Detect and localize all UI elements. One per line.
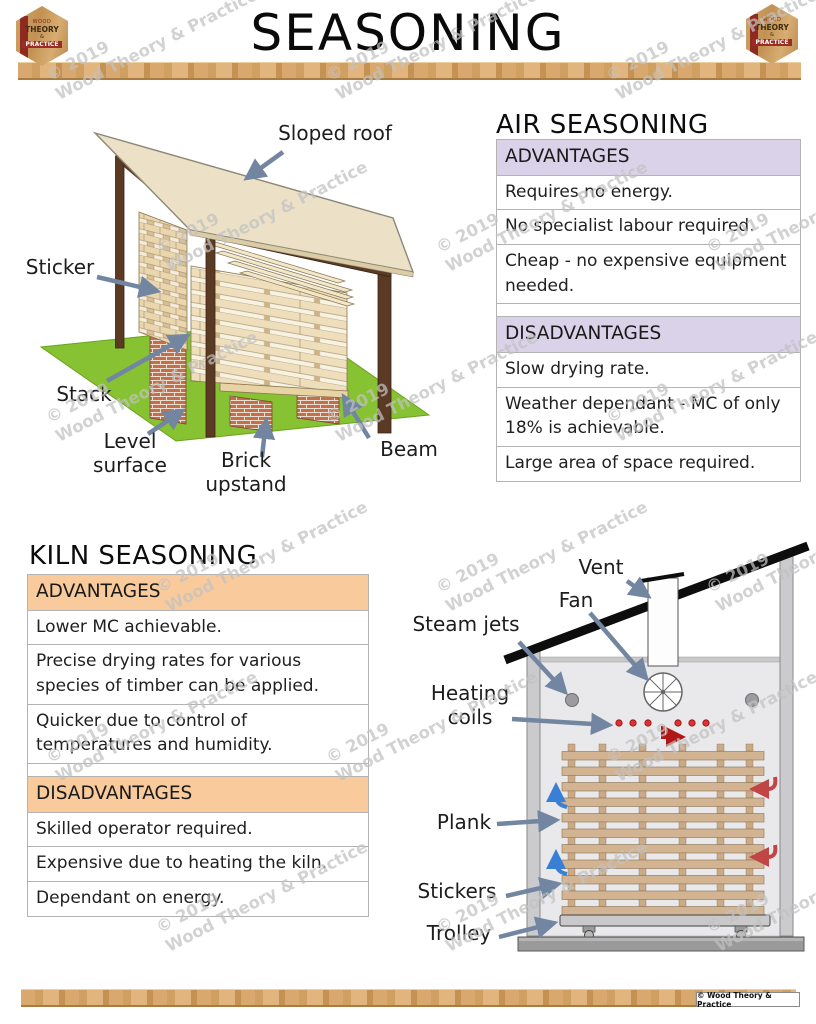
kiln-advantage-row: Quicker due to control of temperatures a… [28, 705, 368, 765]
kiln-advantages-header: ADVANTAGES [28, 575, 368, 611]
air-advantage-row: No specialist labour required. [497, 210, 800, 246]
sloped-roof-label: Sloped roof [278, 121, 392, 145]
logo-word-theory: THEORY [25, 25, 59, 34]
page-title: SEASONING [250, 4, 566, 62]
roof-edge [189, 229, 414, 278]
logo-ampersand: & [770, 32, 774, 38]
air-diagram-arrows [96, 150, 371, 458]
kiln-wall-right [779, 552, 794, 937]
kiln-disadvantage-row: Skilled operator required. [28, 813, 368, 848]
stickers-label: Stickers [417, 879, 497, 903]
kiln-wall-left [526, 649, 541, 937]
warm-air-arrow [749, 776, 778, 799]
wood-theory-logo-icon: WOOD THEORY & PRACTICE [746, 4, 798, 64]
bottom-wood-bar [21, 989, 796, 1007]
steam-jet [745, 693, 759, 707]
cool-air-arrow [546, 849, 568, 876]
plank-arrow [496, 809, 561, 833]
trolley-arrow [498, 916, 559, 940]
brick-upstand-arrow [252, 416, 276, 458]
top-cover-boards [203, 240, 356, 307]
logo-word-wood: WOOD [762, 17, 782, 23]
beam-label: Beam [380, 437, 438, 461]
heating-coils-label: Heating coils [430, 681, 510, 729]
kiln-seasoning-diagram [496, 541, 810, 952]
kiln-seasoning-heading: KILN SEASONING [29, 541, 258, 571]
steam-jets-label: Steam jets [412, 612, 520, 636]
kiln-advantage-row: Lower MC achievable. [28, 611, 368, 646]
logo-ribbon [20, 16, 28, 58]
plank-label: Plank [436, 810, 492, 834]
air-advantage-row: Cheap - no expensive equipment needed. [497, 245, 800, 305]
heating-coils [615, 719, 710, 727]
vent-chimney [647, 577, 679, 667]
air-seasoning-diagram [39, 131, 431, 458]
shed-post [205, 230, 216, 438]
kiln-advantage-row: Precise drying rates for various species… [28, 645, 368, 705]
air-disadvantages-header: DISADVANTAGES [497, 317, 800, 354]
level-surface-arrow [146, 408, 186, 436]
air-advantage-row: Requires no energy. [497, 176, 800, 211]
logo-word-theory: THEORY [755, 23, 789, 32]
air-disadvantage-row: Slow drying rate. [497, 353, 800, 388]
kiln-base-highlight [519, 938, 803, 941]
sticker-arrow [96, 274, 162, 298]
air-seasoning-heading: AIR SEASONING [496, 110, 709, 140]
kiln-seasoning-table: ADVANTAGES Lower MC achievable. Precise … [27, 574, 369, 917]
kiln-disadvantage-row: Expensive due to heating the kiln. [28, 847, 368, 883]
footer-credit: © Wood Theory & Practice [696, 991, 800, 1009]
top-wood-bar [18, 62, 801, 80]
hot-air-arrow [661, 726, 686, 747]
air-advantages-header: ADVANTAGES [497, 140, 800, 176]
steam-jet [565, 693, 579, 707]
vent-arrow [625, 576, 652, 599]
trolley-label: Trolley [426, 921, 492, 945]
kiln-disadvantage-row: Dependant on energy. [36, 888, 225, 909]
logo-word-wood: WOOD [32, 19, 52, 25]
warm-air-arrow [749, 844, 778, 867]
trolley-deck [559, 914, 771, 927]
steam-jets-arrow [517, 640, 569, 696]
logo-ribbon [750, 14, 758, 56]
stack-label: Stack [56, 382, 112, 406]
logo-ampersand: & [40, 34, 44, 40]
wood-theory-logo-icon: WOOD THEORY & PRACTICE [16, 6, 68, 66]
stickers-arrow [505, 877, 563, 900]
fan-arrow [588, 611, 649, 682]
kiln-diagram-arrows [496, 576, 652, 940]
air-disadvantage-row: Weather dependant - MC of only 18% is ac… [497, 388, 800, 448]
heating-coils-arrow [511, 712, 614, 736]
timber-stack-side [190, 265, 348, 392]
fan-icon [643, 672, 683, 712]
table-spacer [28, 764, 368, 778]
level-surface-label: Level surface [93, 429, 167, 477]
stack-arrow [105, 333, 191, 383]
timber-stack-end [138, 211, 188, 351]
logo-word-practice: PRACTICE [22, 41, 62, 48]
shed-post [377, 270, 392, 434]
table-spacer [497, 304, 800, 318]
brick-upstand-label: Brick upstand [205, 448, 287, 496]
sloped-roof-arrow [243, 150, 285, 181]
fan-label: Fan [558, 588, 594, 612]
shed-post [115, 155, 125, 349]
cool-air-arrow [546, 782, 568, 809]
beam-arrow [341, 393, 371, 440]
air-disadvantage-row: Large area of space required. [505, 453, 756, 474]
logo-word-practice: PRACTICE [752, 39, 792, 46]
sticker-label: Sticker [25, 255, 95, 279]
vent-label: Vent [578, 555, 624, 579]
air-seasoning-table: ADVANTAGES Requires no energy. No specia… [496, 139, 801, 482]
kiln-timber-stack [561, 743, 765, 916]
kiln-disadvantages-header: DISADVANTAGES [28, 777, 368, 813]
